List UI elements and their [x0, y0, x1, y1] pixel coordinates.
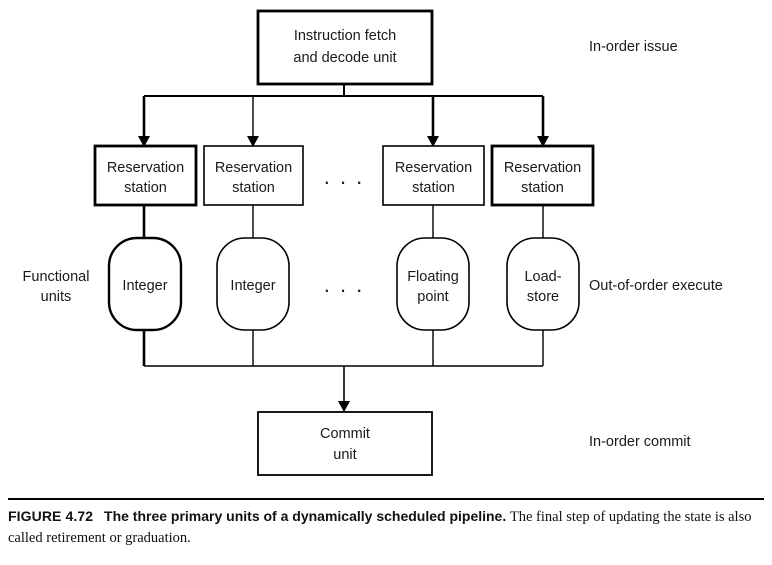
right-label-in-order-issue: In-order issue [589, 39, 678, 55]
functional-unit-integer-1-box [107, 236, 183, 332]
reservation-stations-ellipsis: . . . [324, 164, 365, 189]
arrowheads-issue [138, 136, 549, 147]
caption-text: FIGURE 4.72 The three primary units of a… [8, 507, 764, 548]
reservation-station-1-box [93, 144, 198, 207]
functional-unit-load-store: Load- store [506, 237, 580, 331]
reservation-station-1-line1: Reservation [107, 160, 184, 176]
arrowhead-rs-1 [138, 136, 150, 147]
caption-title: The three primary units of a dynamically… [104, 508, 507, 524]
functional-unit-integer-1-line1: Integer [122, 278, 167, 294]
commit-unit-line2: unit [333, 447, 356, 463]
commit-unit-line1: Commit [320, 426, 370, 442]
connectors-issue [142, 84, 545, 137]
reservation-station-4-box [490, 144, 595, 207]
instruction-fetch-decode-unit: Instruction fetch and decode unit [256, 9, 434, 86]
reservation-station-3-line1: Reservation [395, 160, 472, 176]
figure-caption: FIGURE 4.72 The three primary units of a… [8, 498, 764, 548]
reservation-station-4-line2: station [521, 180, 564, 196]
functional-unit-integer-2-line1: Integer [230, 278, 275, 294]
caption-body: The final step of updating the state is … [8, 509, 752, 546]
caption-figure-number: FIGURE 4.72 [8, 508, 94, 524]
arrowhead-rs-3 [427, 136, 439, 147]
right-label-in-order-commit: In-order commit [589, 434, 691, 450]
instruction-fetch-decode-line1: Instruction fetch [294, 28, 396, 44]
left-label-functional-units-line2: units [41, 289, 72, 305]
reservation-station-3-box [382, 145, 485, 206]
reservation-station-2-box [203, 145, 304, 206]
reservation-station-4: Reservation station [490, 144, 595, 207]
arrowhead-rs-4 [537, 136, 549, 147]
instruction-fetch-decode-line2: and decode unit [293, 50, 396, 66]
connectors-commit [142, 330, 544, 404]
caption-divider [8, 498, 764, 500]
caption-gap [93, 509, 104, 525]
arrowhead-commit [338, 401, 350, 412]
pipeline-diagram: Instruction fetch and decode unit Reserv… [23, 9, 723, 476]
reservation-station-2-line2: station [232, 180, 275, 196]
functional-unit-load-store-box [506, 237, 580, 331]
reservation-station-2-line1: Reservation [215, 160, 292, 176]
functional-unit-integer-2-box [216, 237, 290, 331]
reservation-station-2: Reservation station [203, 145, 304, 206]
reservation-station-1: Reservation station [93, 144, 198, 207]
functional-unit-floating-point: Floating point [396, 237, 470, 331]
right-label-out-of-order-execute: Out-of-order execute [589, 278, 723, 294]
arrowhead-rs-2 [247, 136, 259, 147]
functional-unit-load-store-line2: store [527, 289, 559, 305]
connectors-rs-to-fu [142, 205, 544, 238]
functional-unit-integer-1: Integer [107, 236, 183, 332]
left-label-functional-units-line1: Functional [23, 269, 90, 285]
functional-unit-floating-point-line2: point [417, 289, 448, 305]
arrowhead-commit-group [338, 401, 350, 412]
commit-unit: Commit unit [257, 411, 433, 476]
reservation-station-3: Reservation station [382, 145, 485, 206]
functional-unit-floating-point-box [396, 237, 470, 331]
functional-units-ellipsis: . . . [324, 272, 365, 297]
reservation-station-4-line1: Reservation [504, 160, 581, 176]
functional-unit-load-store-line1: Load- [524, 269, 561, 285]
instruction-fetch-decode-box [256, 9, 434, 86]
functional-unit-integer-2: Integer [216, 237, 290, 331]
commit-unit-box [257, 411, 433, 476]
reservation-station-1-line2: station [124, 180, 167, 196]
reservation-station-3-line2: station [412, 180, 455, 196]
functional-unit-floating-point-line1: Floating [407, 269, 459, 285]
